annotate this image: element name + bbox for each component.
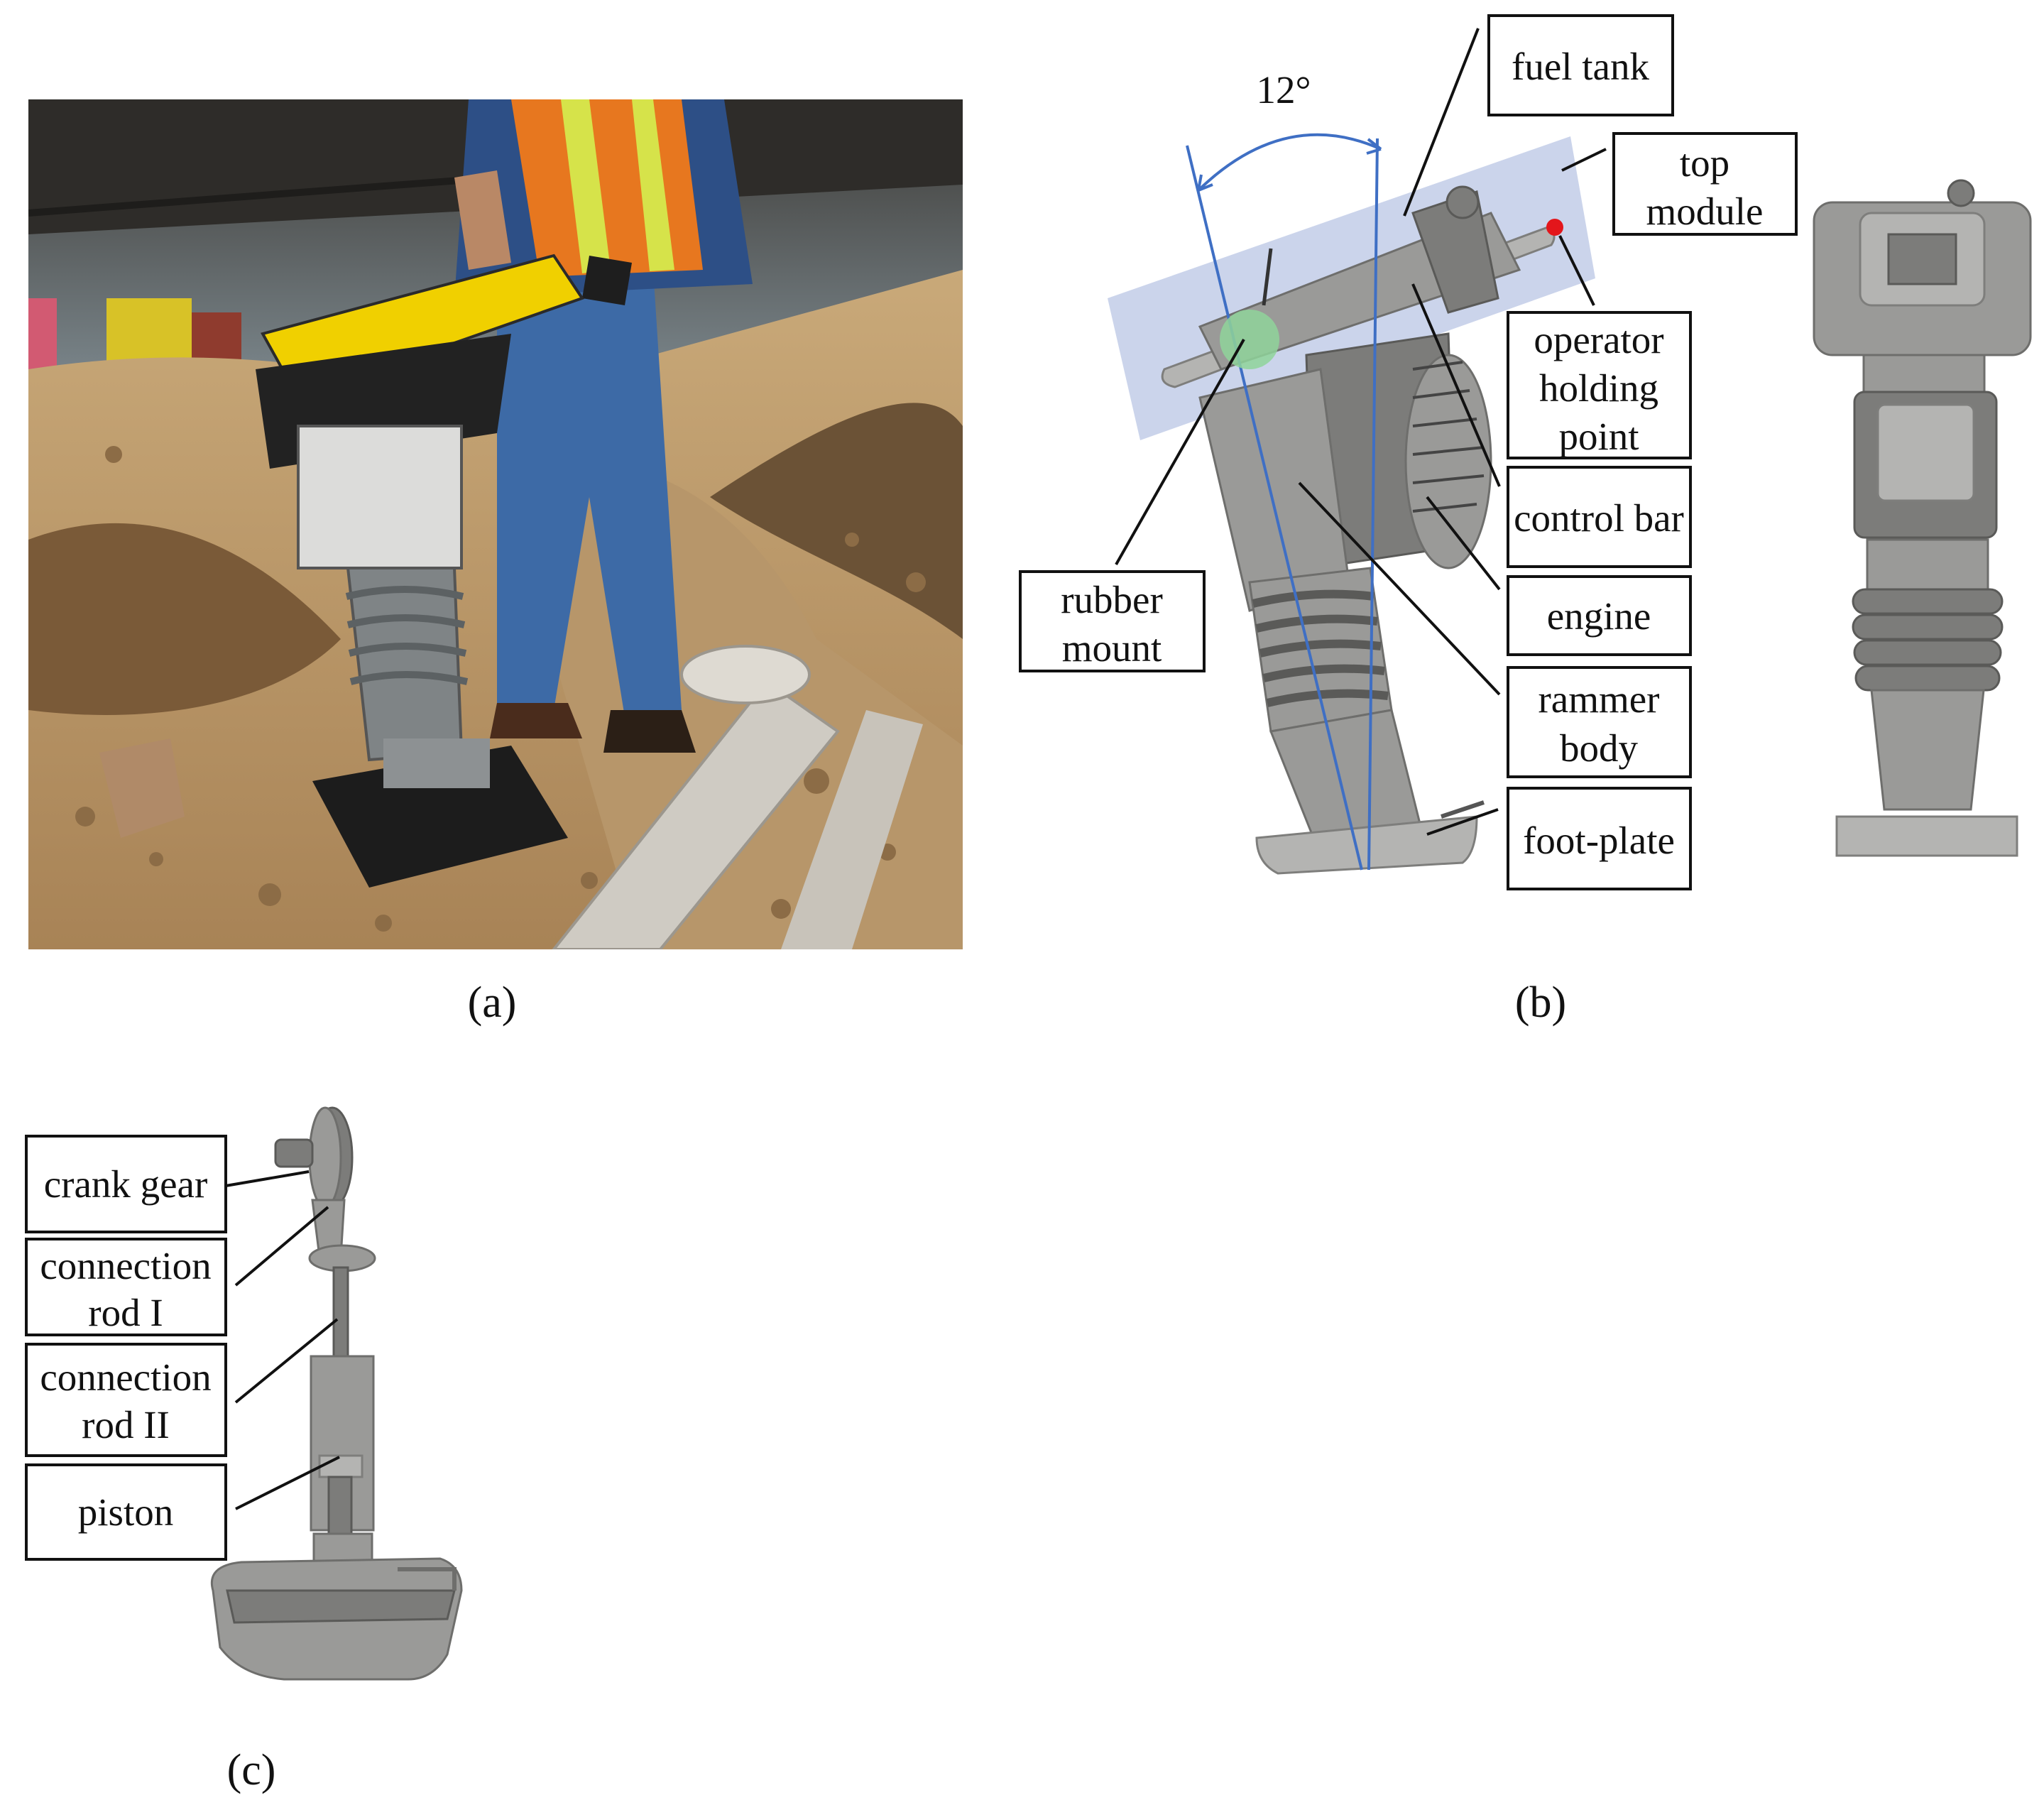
svg-text:holding: holding bbox=[1539, 366, 1658, 410]
holding-point-marker bbox=[1546, 219, 1563, 236]
svg-text:connection: connection bbox=[40, 1356, 211, 1399]
svg-text:connection: connection bbox=[40, 1244, 211, 1287]
svg-text:rammer: rammer bbox=[1538, 677, 1659, 721]
svg-text:rod I: rod I bbox=[88, 1291, 163, 1334]
svg-text:module: module bbox=[1646, 190, 1764, 233]
panel-b-diagram: 12° fuel tank top module operat bbox=[1019, 14, 2032, 890]
label-operator-holding-point: operator holding point bbox=[1507, 311, 1692, 459]
label-rubber-mount: rubber mount bbox=[1019, 570, 1206, 672]
panel-c-leader-lines bbox=[225, 1170, 340, 1510]
label-rammer-body: rammer body bbox=[1507, 666, 1692, 778]
svg-text:body: body bbox=[1560, 726, 1639, 770]
svg-text:engine: engine bbox=[1547, 594, 1651, 638]
svg-text:crank gear: crank gear bbox=[44, 1162, 208, 1206]
angle-arc bbox=[1197, 133, 1382, 192]
caption-c: (c) bbox=[227, 1746, 276, 1794]
panel-a-photo bbox=[28, 99, 963, 949]
panel-c-diagram: crank gear connection rod I connection r… bbox=[25, 1106, 463, 1681]
svg-text:mount: mount bbox=[1062, 626, 1162, 670]
svg-text:rod II: rod II bbox=[82, 1403, 170, 1446]
vertical-axis bbox=[1367, 138, 1379, 871]
label-piston: piston bbox=[25, 1463, 227, 1561]
svg-text:operator: operator bbox=[1534, 318, 1663, 361]
rubber-mount-marker bbox=[1220, 310, 1279, 369]
svg-text:fuel tank: fuel tank bbox=[1512, 45, 1649, 88]
svg-text:control bar: control bar bbox=[1514, 496, 1684, 540]
label-foot-plate: foot-plate bbox=[1507, 787, 1692, 890]
label-connection-rod-2: connection rod II bbox=[25, 1343, 227, 1457]
label-top-module: top module bbox=[1612, 132, 1798, 236]
label-connection-rod-1: connection rod I bbox=[25, 1238, 227, 1336]
rammer-front-view bbox=[1813, 179, 2032, 857]
crank-mechanism bbox=[211, 1106, 463, 1681]
label-engine: engine bbox=[1507, 575, 1692, 656]
label-control-bar: control bar bbox=[1507, 466, 1692, 568]
svg-text:piston: piston bbox=[78, 1490, 173, 1534]
tilted-axis bbox=[1186, 145, 1363, 871]
tilt-angle-indicator: 12° bbox=[1186, 68, 1382, 871]
angle-label: 12° bbox=[1257, 68, 1311, 111]
svg-text:foot-plate: foot-plate bbox=[1523, 819, 1675, 862]
svg-text:point: point bbox=[1558, 415, 1639, 458]
svg-text:top: top bbox=[1680, 141, 1729, 185]
label-fuel-tank: fuel tank bbox=[1487, 14, 1674, 116]
label-crank-gear: crank gear bbox=[25, 1135, 227, 1233]
svg-text:rubber: rubber bbox=[1061, 578, 1163, 621]
caption-a: (a) bbox=[468, 978, 517, 1027]
panel-b-leader-lines bbox=[1115, 28, 1607, 836]
caption-b: (b) bbox=[1515, 978, 1566, 1027]
bellows bbox=[1248, 567, 1393, 733]
